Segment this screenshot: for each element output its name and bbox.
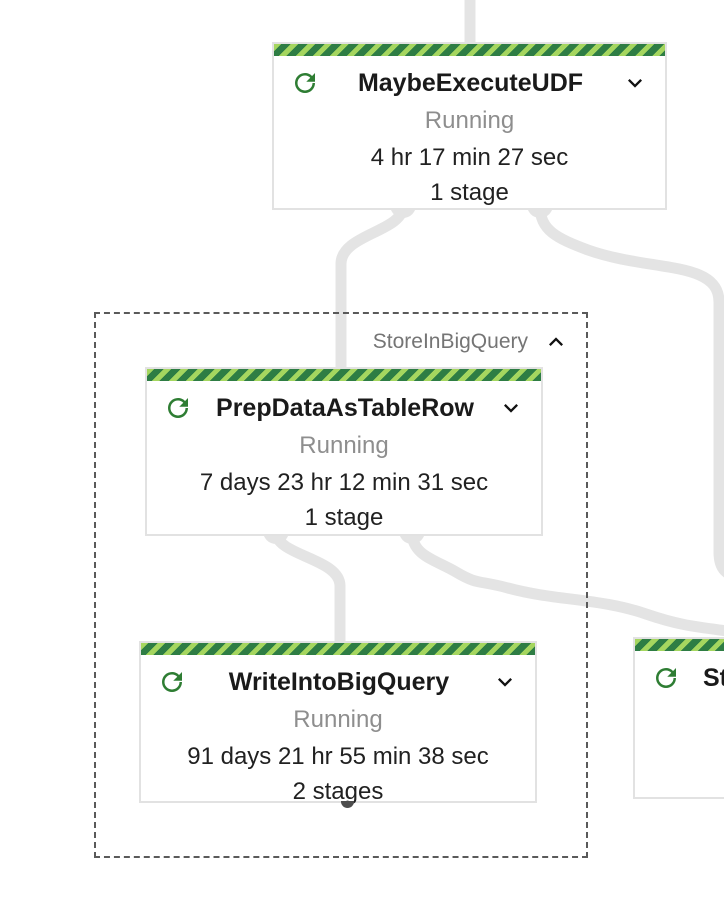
node-header: MaybeExecuteUDF bbox=[274, 56, 665, 102]
chevron-up-icon[interactable] bbox=[542, 328, 570, 356]
step-node-write-into-bigquery[interactable]: WriteIntoBigQuery Running 91 days 21 hr … bbox=[139, 641, 537, 805]
composite-group-store-in-bigquery: StoreInBigQuery bbox=[94, 312, 588, 858]
running-refresh-icon bbox=[295, 73, 315, 93]
node-status: Running bbox=[293, 706, 383, 733]
edge-node2-to-right bbox=[406, 531, 724, 637]
node-title: WriteIntoBigQuery bbox=[228, 667, 450, 696]
node-title: St bbox=[703, 663, 724, 692]
chevron-down-icon[interactable] bbox=[491, 668, 519, 696]
node-duration: 91 days 21 hr 55 min 38 sec bbox=[187, 743, 489, 770]
node-title: MaybeExecuteUDF bbox=[357, 68, 584, 97]
step-node-maybe-execute-udf[interactable]: MaybeExecuteUDF Running 4 hr 17 min 27 s… bbox=[272, 42, 667, 210]
node-stage-count: 2 stages bbox=[292, 778, 384, 805]
node-header: PrepDataAsTableRow bbox=[147, 381, 541, 427]
step-node-clipped-right[interactable]: St bbox=[633, 637, 724, 799]
node-title: PrepDataAsTableRow bbox=[216, 393, 474, 422]
running-refresh-icon bbox=[162, 672, 182, 692]
running-progress-stripe bbox=[274, 44, 665, 56]
node-stage-count: 1 stage bbox=[430, 179, 509, 206]
running-refresh-icon bbox=[656, 668, 676, 688]
group-header: StoreInBigQuery bbox=[373, 327, 570, 357]
collapsed-output-port bbox=[341, 801, 354, 808]
running-progress-stripe bbox=[147, 369, 541, 381]
node-header: WriteIntoBigQuery bbox=[141, 655, 535, 701]
node-duration: 4 hr 17 min 27 sec bbox=[370, 144, 569, 171]
running-refresh-icon bbox=[168, 398, 188, 418]
chevron-down-icon[interactable] bbox=[497, 394, 525, 422]
running-progress-stripe bbox=[141, 643, 535, 655]
chevron-down-icon[interactable] bbox=[621, 69, 649, 97]
running-progress-stripe bbox=[635, 639, 724, 651]
edge-node1-to-right bbox=[534, 205, 724, 578]
node-duration: 7 days 23 hr 12 min 31 sec bbox=[199, 469, 489, 496]
node-header: St bbox=[635, 651, 724, 697]
group-label: StoreInBigQuery bbox=[372, 330, 528, 353]
step-node-prep-data-as-table-row[interactable]: PrepDataAsTableRow Running 7 days 23 hr … bbox=[145, 367, 543, 536]
node-stage-count: 1 stage bbox=[304, 504, 384, 531]
node-status: Running bbox=[299, 432, 389, 459]
node-status: Running bbox=[424, 107, 515, 134]
